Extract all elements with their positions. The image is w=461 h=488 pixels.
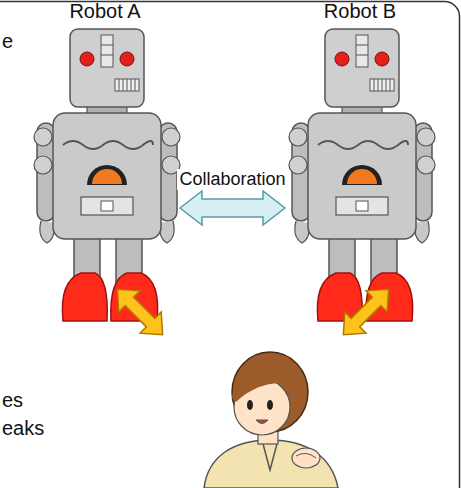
interaction-arrow: [333, 279, 399, 345]
robot-node: Robot A: [30, 0, 180, 322]
robot-name: Robot A: [30, 0, 180, 23]
robot-node: Robot B: [285, 0, 435, 322]
edge-label: Collaboration: [177, 169, 287, 190]
collaboration-arrow: [180, 191, 285, 225]
cut-text: e: [2, 30, 13, 53]
robot-figure: [34, 29, 180, 321]
person-figure: [204, 352, 338, 488]
cut-text: eaks: [2, 417, 44, 440]
interaction-arrow: [107, 279, 173, 345]
robot-figure: [289, 29, 435, 321]
robot-name: Robot B: [285, 0, 435, 23]
cut-text: es: [2, 389, 23, 412]
